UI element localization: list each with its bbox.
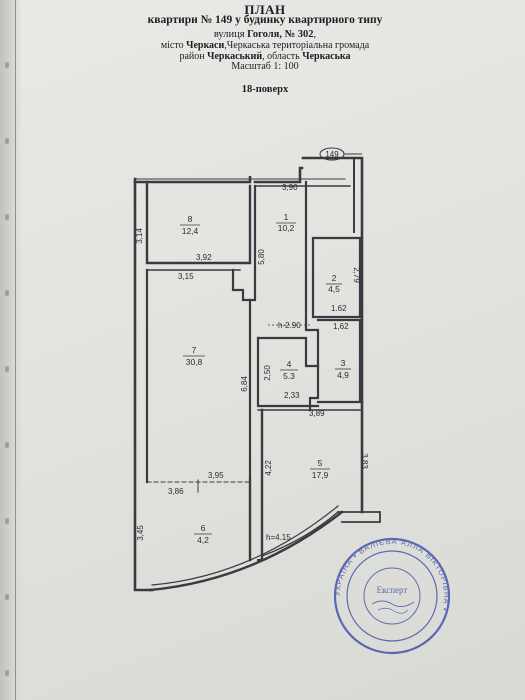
outer-wall-top-left xyxy=(133,176,252,184)
dim-2-50: 2,50 xyxy=(263,365,272,381)
document-title: ПЛАН xyxy=(244,2,286,17)
street-prefix: вулиця xyxy=(213,29,248,40)
seal-graphic: УКРАЇНА • ВАЛІЄВА АЛЛА ВІКТОРІВНА • Експ… xyxy=(333,537,451,655)
dim-h-4-15: h=4.15 xyxy=(266,533,291,542)
room-7-number: 7 xyxy=(192,345,197,355)
room-1-walls xyxy=(231,184,257,302)
dim-3-86: 3,86 xyxy=(168,487,184,496)
room-2-walls xyxy=(311,236,362,319)
dim-3-90: 3,90 xyxy=(282,183,298,192)
room-4-walls-bottom xyxy=(256,336,320,408)
room-6-area: 4,2 xyxy=(197,535,209,545)
dim-3-92: 3,92 xyxy=(196,253,212,262)
room-1-number: 1 xyxy=(284,212,289,222)
dim-6-84: 6,84 xyxy=(240,376,249,392)
binding-strip xyxy=(0,0,22,700)
room-4-number: 4 xyxy=(287,359,292,369)
corridor-wall xyxy=(304,180,320,412)
signature-stroke-icon xyxy=(377,607,409,614)
dim-1-62-bottom: 1,62 xyxy=(333,322,349,331)
room-8-number: 8 xyxy=(188,214,193,224)
street-name: Гоголя, № 302 xyxy=(247,29,314,40)
room-5-number: 5 xyxy=(318,458,323,468)
district-mid: , область xyxy=(262,51,303,62)
apartment-type: квартирного типу xyxy=(288,14,383,26)
signature-stroke-icon xyxy=(371,600,415,607)
room-4-area: 5.3 xyxy=(283,371,295,381)
seal-center-ring xyxy=(363,567,421,625)
seal-ring-text-path: УКРАЇНА • ВАЛІЄВА АЛЛА ВІКТОРІВНА • xyxy=(333,537,451,613)
binding-hole xyxy=(5,366,9,372)
seal-outer-ring xyxy=(333,537,451,655)
room-1-area: 10,2 xyxy=(278,223,295,233)
seal-inner-ring xyxy=(346,550,438,642)
balcony-curve-inner xyxy=(151,505,339,586)
binding-hole xyxy=(5,594,9,600)
apartment-prefix: квартири № 149 у будинку xyxy=(147,14,289,26)
district-name: Черкаський xyxy=(207,51,263,62)
room-2-number: 2 xyxy=(332,273,337,283)
street-line: вулиця Гоголя, № 302, xyxy=(40,29,490,40)
outer-wall-top-mid xyxy=(253,166,304,184)
outer-wall-left xyxy=(133,177,154,592)
binding-hole xyxy=(5,670,9,676)
binding-hole xyxy=(5,214,9,220)
apartment-marker: 149 xyxy=(319,147,362,161)
dim-4-22: 4,22 xyxy=(264,460,273,476)
city-suffix: ,Черкаська територіальна громада xyxy=(224,40,370,51)
balcony-end xyxy=(337,511,381,523)
room-3-walls xyxy=(316,318,362,404)
binding-hole xyxy=(5,290,9,296)
dim-3-15: 3,15 xyxy=(178,272,194,281)
dim-3-89: 3,89 xyxy=(309,409,325,418)
street-suffix: , xyxy=(313,29,317,40)
binding-hole xyxy=(5,518,9,524)
dim-h-2-90: h-2.90 xyxy=(278,321,301,330)
scale-line: Масштаб 1: 100 xyxy=(231,61,299,72)
district-line: район Черкаський, область Черкаська xyxy=(40,51,490,62)
binding-line xyxy=(15,0,16,700)
city-line: місто Черкаси,Черкаська територіальна гр… xyxy=(40,40,490,51)
room-6-number: 6 xyxy=(201,523,206,533)
dim-5-80: 5,80 xyxy=(257,249,266,265)
dim-3-14: 3,14 xyxy=(135,228,144,244)
dim-2-33: 2,33 xyxy=(284,391,300,400)
dim-2-79: 2,79 xyxy=(352,267,361,283)
room-2-area: 4,5 xyxy=(328,284,340,294)
seal-ring-text: УКРАЇНА • ВАЛІЄВА АЛЛА ВІКТОРІВНА • xyxy=(333,537,450,613)
binding-hole xyxy=(5,138,9,144)
room-8-walls xyxy=(145,180,252,265)
apartment-marker-number: 149 xyxy=(325,150,339,159)
floor-label: 18-поверх xyxy=(241,84,289,95)
room-5-curve xyxy=(261,511,339,557)
binding-hole xyxy=(5,62,9,68)
apartment-line: квартири № 149 у будинку квартирного тип… xyxy=(40,14,490,26)
dim-3-45: 3,45 xyxy=(136,525,145,541)
room-8-area: 12,4 xyxy=(182,226,199,236)
room-5-area: 17,9 xyxy=(312,470,329,480)
region-name: Черкаська xyxy=(302,51,351,62)
dim-3-83: 3,83 xyxy=(360,453,369,469)
seal-center-label: Експерт xyxy=(377,585,408,595)
balcony-curve-outer xyxy=(148,510,344,592)
room-4-walls-top xyxy=(256,336,320,368)
city-name: Черкаси xyxy=(186,40,225,51)
dim-1-62-top: 1.62 xyxy=(331,304,347,313)
room-3-area: 4,9 xyxy=(337,370,349,380)
city-prefix: місто xyxy=(160,40,187,51)
room-7-area: 30,8 xyxy=(186,357,203,367)
dim-3-95: 3,95 xyxy=(208,471,224,480)
district-prefix: район xyxy=(179,51,208,62)
binding-hole xyxy=(5,442,9,448)
room-3-number: 3 xyxy=(341,358,346,368)
